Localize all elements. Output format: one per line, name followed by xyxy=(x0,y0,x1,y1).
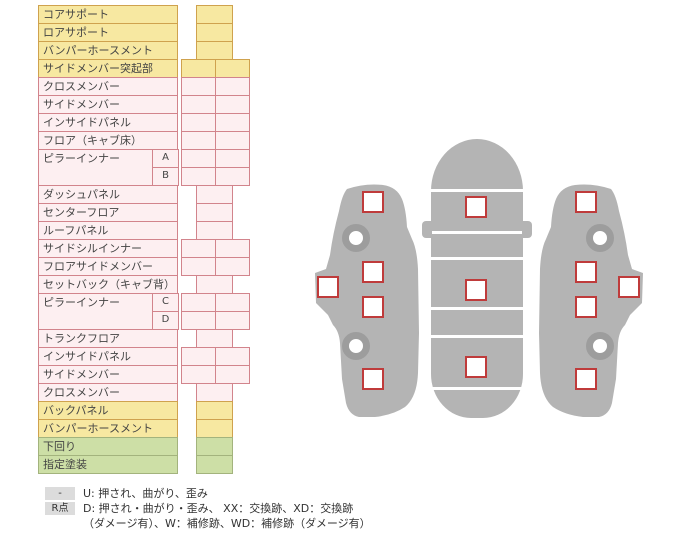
diagram-check-center-mid[interactable] xyxy=(465,279,487,301)
part-label: 指定塗装 xyxy=(38,455,178,474)
table-row: サイドメンバー突起部 xyxy=(38,59,253,78)
diagram-check-right-top[interactable] xyxy=(575,191,597,213)
table-row: クロスメンバー xyxy=(38,383,253,402)
table-row: 指定塗装 xyxy=(38,455,253,474)
diagram-check-center-top[interactable] xyxy=(465,196,487,218)
legend-text-r-line1: D: 押され・曲がり・歪み、 XX：交換跡、XD：交換跡 xyxy=(83,502,354,515)
part-label: インサイドパネル xyxy=(38,347,178,366)
diagram-check-right-upper-mid[interactable] xyxy=(575,261,597,283)
diagram-check-left-upper-mid[interactable] xyxy=(362,261,384,283)
legend: - U: 押され、曲がり、歪み R点 D: 押され・曲がり・歪み、 XX：交換跡… xyxy=(45,487,371,532)
diagram-check-center-bottom[interactable] xyxy=(465,356,487,378)
body-seam xyxy=(431,231,523,234)
table-row: ダッシュパネル xyxy=(38,185,253,204)
table-row: インサイドパネル xyxy=(38,113,253,132)
diagram-check-left-top[interactable] xyxy=(362,191,384,213)
body-seam xyxy=(431,387,523,390)
part-label: ピラーインナー xyxy=(38,293,153,330)
table-row: サイドメンバー xyxy=(38,365,253,384)
table-row: バンパーホースメント xyxy=(38,41,253,60)
table-row: インサイドパネル xyxy=(38,347,253,366)
table-row: コアサポート xyxy=(38,5,253,24)
part-label: クロスメンバー xyxy=(38,77,178,96)
table-row: フロアサイドメンバー xyxy=(38,257,253,276)
part-label: ピラーインナー xyxy=(38,149,153,186)
legend-text-r-line2: （ダメージ有）、W：補修跡、WD：補修跡（ダメージ有） xyxy=(83,517,371,530)
table-row: 下回り xyxy=(38,437,253,456)
hub-circle-left-front xyxy=(342,224,370,252)
part-label: サイドメンバー突起部 xyxy=(38,59,178,78)
left-mirror xyxy=(422,221,432,238)
damage-check-cell[interactable] xyxy=(196,455,233,474)
hub-circle-left-rear xyxy=(342,332,370,360)
diagram-check-left-bottom[interactable] xyxy=(362,368,384,390)
table-row: サイドシルインナー xyxy=(38,239,253,258)
hub-circle-right-rear xyxy=(586,332,614,360)
right-mirror xyxy=(522,221,532,238)
body-seam xyxy=(431,257,523,260)
legend-key-r: R点 xyxy=(45,502,75,515)
diagram-check-right-tab[interactable] xyxy=(618,276,640,298)
diagram-check-right-bottom[interactable] xyxy=(575,368,597,390)
diagram-check-right-lower-mid[interactable] xyxy=(575,296,597,318)
legend-text-u: U: 押され、曲がり、歪み xyxy=(83,487,208,500)
body-seam xyxy=(431,189,523,192)
hub-circle-right-front xyxy=(586,224,614,252)
part-label: バンパーホースメント xyxy=(38,41,178,60)
parts-table: コアサポートロアサポートバンパーホースメントサイドメンバー突起部クロスメンバーサ… xyxy=(38,5,253,474)
part-label: センターフロア xyxy=(38,203,178,222)
body-seam xyxy=(431,307,523,310)
diagram-check-left-lower-mid[interactable] xyxy=(362,296,384,318)
body-seam xyxy=(431,335,523,338)
legend-key-u: - xyxy=(45,487,75,500)
part-label: 下回り xyxy=(38,437,178,456)
table-row: センターフロア xyxy=(38,203,253,222)
diagram-check-left-tab[interactable] xyxy=(317,276,339,298)
